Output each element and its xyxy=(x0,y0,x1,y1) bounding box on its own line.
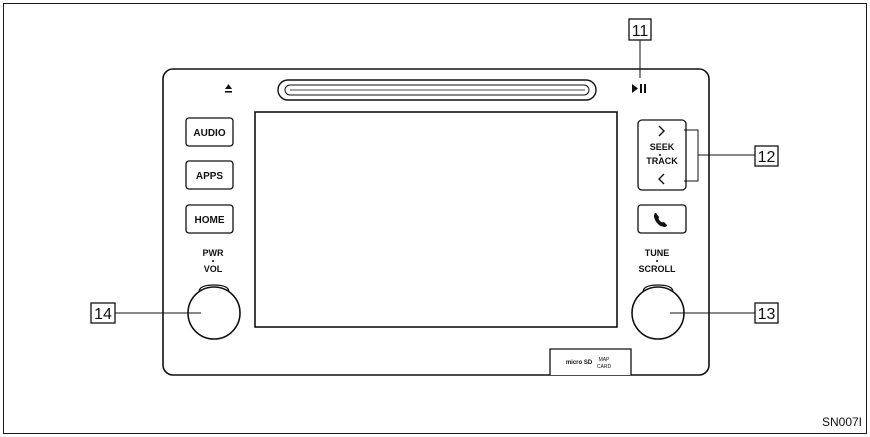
callout-11: 11 xyxy=(628,18,652,78)
audio-button-label: AUDIO xyxy=(193,128,225,139)
chevron-left-icon[interactable] xyxy=(658,173,665,185)
seek-track-button-group[interactable] xyxy=(637,119,687,191)
card-label: CARD xyxy=(597,364,612,370)
power-volume-knob[interactable] xyxy=(187,284,241,340)
figure-frame xyxy=(3,3,867,434)
track-label: TRACK xyxy=(646,156,678,166)
scroll-label: SCROLL xyxy=(639,264,677,274)
apps-button-label: APPS xyxy=(196,171,224,182)
display-screen[interactable] xyxy=(254,111,618,328)
phone-button[interactable] xyxy=(637,204,687,234)
seek-label: SEEK xyxy=(650,142,675,152)
play-pause-icon[interactable] xyxy=(632,84,646,93)
phone-icon xyxy=(654,213,667,227)
pwr-label: PWR xyxy=(203,248,224,258)
callout-12: 12 xyxy=(684,129,779,182)
home-button[interactable]: HOME xyxy=(185,204,234,234)
tune-scroll-knob[interactable] xyxy=(631,284,685,340)
callout-14: 14 xyxy=(90,302,201,324)
tune-label: TUNE xyxy=(645,248,670,258)
apps-button[interactable]: APPS xyxy=(185,160,234,190)
sd-logo: micro SD xyxy=(566,360,593,366)
callout-13-number: 13 xyxy=(758,306,776,323)
map-card-slot[interactable]: micro SD MAP CARD xyxy=(549,348,632,375)
eject-icon[interactable] xyxy=(225,84,232,93)
callout-13: 13 xyxy=(670,302,779,324)
home-button-label: HOME xyxy=(195,215,225,226)
callout-12-number: 12 xyxy=(758,149,776,166)
pwr-vol-dot xyxy=(212,260,214,262)
callout-14-number: 14 xyxy=(94,306,112,323)
vol-label: VOL xyxy=(204,264,223,274)
chevron-right-icon[interactable] xyxy=(658,125,665,137)
callout-11-number: 11 xyxy=(632,23,649,40)
tune-scroll-dot xyxy=(656,260,658,262)
map-label: MAP xyxy=(599,357,611,363)
audio-button[interactable]: AUDIO xyxy=(185,117,234,147)
figure-code: SN007I xyxy=(822,415,862,429)
seek-track-dot xyxy=(659,154,661,156)
